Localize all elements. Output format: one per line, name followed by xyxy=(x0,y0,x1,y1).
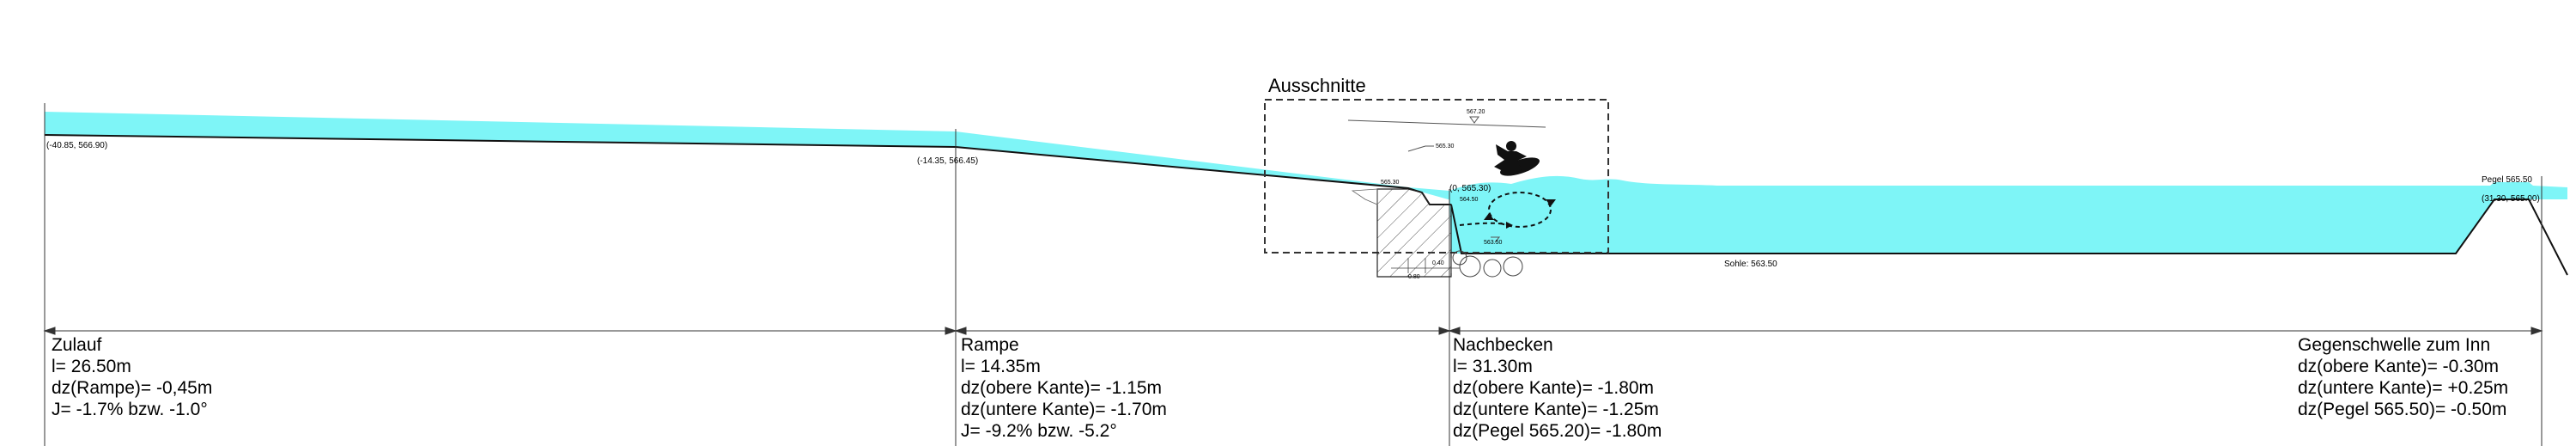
segment-rampe: Rampe l= 14.35m dz(obere Kante)= -1.15m … xyxy=(961,335,1167,441)
lip-level-label: 565.30 xyxy=(1436,144,1455,150)
segment-line: dz(Pegel 565.20)= -1.80m xyxy=(1453,421,1662,441)
dim-b-label: 0.80 xyxy=(1408,274,1420,280)
water-body xyxy=(45,112,2567,254)
segment-name: Zulauf xyxy=(52,335,102,355)
top-level-label: 567.20 xyxy=(1467,109,1485,115)
sohle-label: Sohle: 563.50 xyxy=(1724,260,1777,269)
surfer-icon xyxy=(1494,141,1540,176)
level-indicators xyxy=(1347,116,1546,243)
point-outlet-label: (31.30, 565.00) xyxy=(2482,194,2540,204)
segment-line: dz(obere Kante)= -0.30m xyxy=(2298,357,2499,376)
dim-a-label: 0.40 xyxy=(1432,260,1444,266)
segment-line: dz(untere Kante)= +0.25m xyxy=(2298,378,2508,398)
segment-zulauf: Zulauf l= 26.50m dz(Rampe)= -0,45m J= -1… xyxy=(52,335,212,419)
segment-line: l= 26.50m xyxy=(52,357,131,376)
bed-basin xyxy=(1450,199,2568,276)
circulation-arrowheads xyxy=(1484,199,1556,229)
segment-gegenschwelle: Gegenschwelle zum Inn dz(obere Kante)= -… xyxy=(2298,335,2508,419)
segment-line: l= 31.30m xyxy=(1453,357,1533,376)
segment-line: J= -9.2% bzw. -5.2° xyxy=(961,421,1117,441)
segment-name: Nachbecken xyxy=(1453,335,1553,355)
mid-level-label: 564.50 xyxy=(1460,197,1479,203)
segment-line: dz(Pegel 565.50)= -0.50m xyxy=(2298,400,2506,419)
dimension-line xyxy=(43,327,2543,335)
ramp-structure xyxy=(1351,188,1523,278)
left-level-label: 565.30 xyxy=(1381,180,1400,186)
segment-line: l= 14.35m xyxy=(961,357,1041,376)
segment-line: dz(untere Kante)= -1.25m xyxy=(1453,400,1659,419)
detail-dimensions xyxy=(1391,258,1460,273)
segment-line: dz(Rampe)= -0,45m xyxy=(52,378,212,398)
segment-nachbecken: Nachbecken l= 31.30m dz(obere Kante)= -1… xyxy=(1453,335,1662,441)
detail-box: Ausschnitte xyxy=(1264,75,1609,254)
segment-line: dz(untere Kante)= -1.70m xyxy=(961,400,1167,419)
point-ramp-end-label: (0, 565.30) xyxy=(1449,184,1491,193)
water-inlet-ramp xyxy=(45,112,1451,200)
lower-level-label: 563.50 xyxy=(1484,240,1503,246)
pegel-label: Pegel 565.50 xyxy=(2482,175,2532,185)
point-inlet-label: (-40.85, 566.90) xyxy=(46,141,107,150)
water-basin xyxy=(1449,175,2567,254)
point-ramp-start-label: (-14.35, 566.45) xyxy=(917,156,978,166)
segment-name: Rampe xyxy=(961,335,1019,355)
section-dividers xyxy=(44,103,2543,446)
segment-line: dz(obere Kante)= -1.15m xyxy=(961,378,1162,398)
segment-line: J= -1.7% bzw. -1.0° xyxy=(52,400,208,419)
section-title: Ausschnitte xyxy=(1268,75,1366,96)
segment-name: Gegenschwelle zum Inn xyxy=(2298,335,2490,355)
segment-line: dz(obere Kante)= -1.80m xyxy=(1453,378,1654,398)
